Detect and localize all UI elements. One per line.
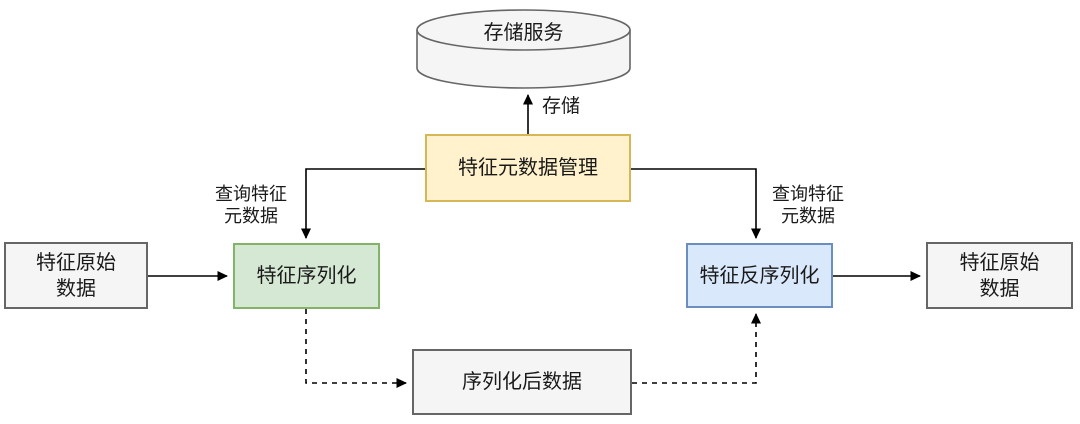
node-deserializer: 特征反序列化 xyxy=(686,243,833,308)
node-serializer: 特征序列化 xyxy=(233,243,380,309)
node-raw-data-right: 特征原始 数据 xyxy=(926,242,1073,309)
edge-query-right xyxy=(631,168,761,239)
edge-serializer-to-serialized-data xyxy=(305,309,407,388)
edge-label-store: 存储 xyxy=(542,96,581,117)
storage-cylinder xyxy=(416,9,631,89)
edge-query-left xyxy=(301,168,425,239)
node-metadata-manager: 特征元数据管理 xyxy=(425,134,631,202)
storage-cylinder-rim xyxy=(416,29,631,51)
edge-label-query-left: 查询特征 元数据 xyxy=(215,184,287,226)
node-raw-data-left: 特征原始 数据 xyxy=(4,242,148,309)
edge-serialized-data-to-deserializer xyxy=(632,313,761,384)
edge-label-query-right: 查询特征 元数据 xyxy=(772,184,844,226)
node-storage-service: 存储服务 xyxy=(483,21,564,44)
node-serialized-data: 序列化后数据 xyxy=(412,349,632,415)
